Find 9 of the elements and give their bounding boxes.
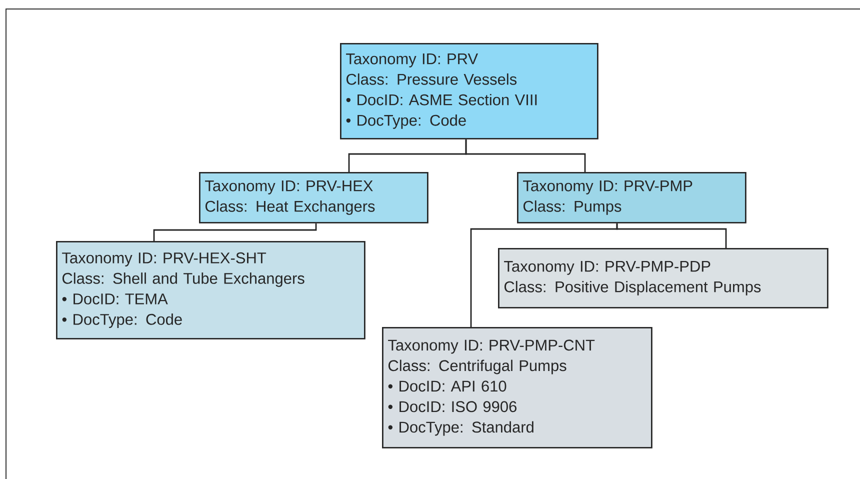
taxonomy-box: Taxonomy ID: PRV Class: Pressure Vessels • DocID: ASME Section VIII • DocType: Code — [340, 43, 598, 140]
taxonomy-box: Taxonomy ID: PRV-HEX-SHT Class: Shell and Tube Exchangers • DocID: TEMA • DocType: Code — [56, 241, 366, 340]
taxonomy-box: Taxonomy ID: PRV-PMP-PDP Class: Positive Displacement Pumps — [498, 248, 828, 308]
taxonomy-box: Taxonomy ID: PRV-PMP-CNT Class: Centrifugal Pumps • DocID: API 610 • DocID: ISO 9906 • DocType: Standard — [382, 327, 652, 448]
connector-line — [470, 223, 618, 327]
taxonomy-box: Taxonomy ID: PRV-PMP Class: Pumps — [517, 172, 746, 224]
taxonomy-box: Taxonomy ID: PRV-HEX Class: Heat Exchangers — [199, 172, 428, 224]
connector-line — [465, 139, 586, 172]
connector-line — [153, 223, 317, 241]
